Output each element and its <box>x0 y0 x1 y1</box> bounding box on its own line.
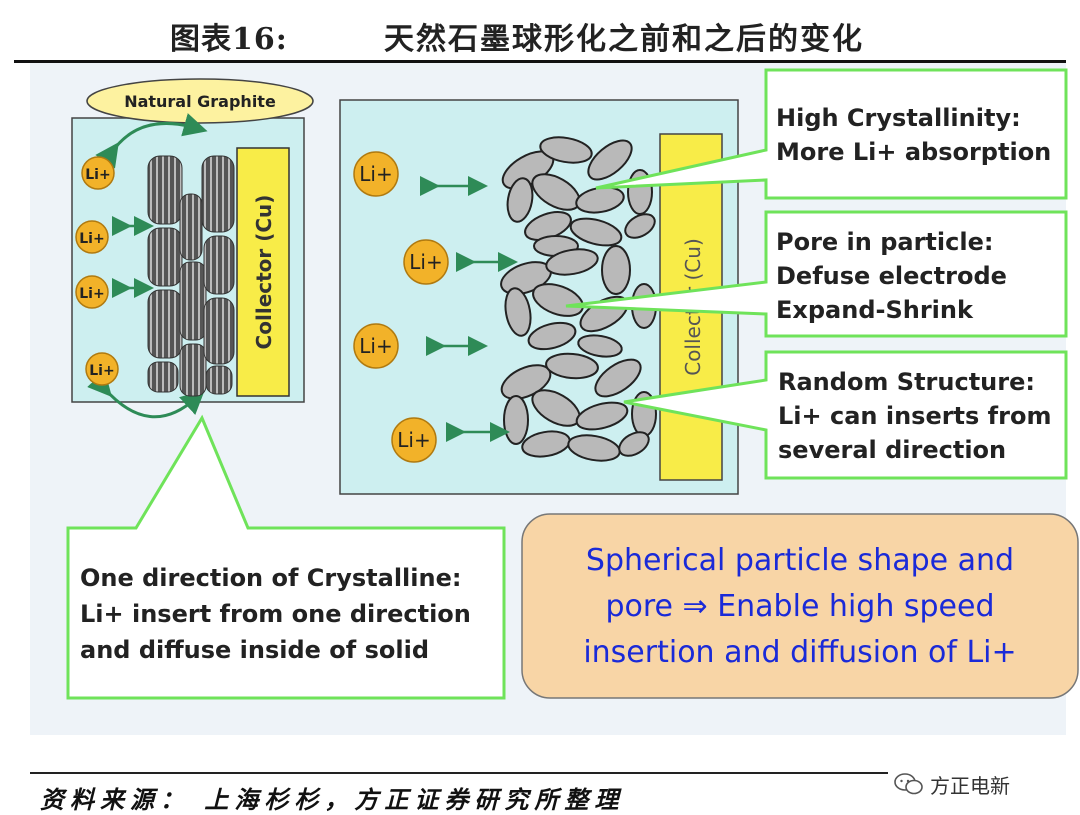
figure-caption: 天然石墨球形化之前和之后的变化 <box>384 22 864 57</box>
summary-line-3: insertion and diffusion of Li+ <box>583 635 1016 670</box>
center-ion-3: Li+ <box>359 334 392 358</box>
left-ion-2: Li+ <box>79 231 104 247</box>
figure-number: 图表16: <box>170 22 288 57</box>
spherical-particle-top <box>501 136 656 247</box>
left-panel: Natural Graphite Collector (Cu) Li+ Li+ … <box>71 78 314 419</box>
graphite-layers <box>147 155 235 397</box>
spherical-particle-bottom <box>500 352 657 462</box>
center-ion-4: Li+ <box>397 428 430 452</box>
top-divider <box>14 60 1066 63</box>
one-direction-line-2: Li+ insert from one direction <box>80 600 471 628</box>
random-line-3: several direction <box>778 436 1006 464</box>
random-line-2: Li+ can inserts from <box>778 402 1051 430</box>
callout-one-direction: One direction of Crystalline: Li+ insert… <box>66 414 506 700</box>
wechat-icon <box>894 773 923 795</box>
callout-random-structure: Random Structure: Li+ can inserts from s… <box>623 350 1068 480</box>
summary-line-1: Spherical particle shape and <box>586 543 1014 578</box>
pore-line-1: Pore in particle: <box>776 228 993 256</box>
figure-title: 图表16: 天然石墨球形化之前和之后的变化 <box>0 8 1080 58</box>
center-ion-1: Li+ <box>359 162 392 186</box>
center-ion-2: Li+ <box>409 250 442 274</box>
center-panel: Collector (Cu) <box>339 99 739 495</box>
random-line-1: Random Structure: <box>778 368 1035 396</box>
one-direction-line-3: and diffuse inside of solid <box>80 636 429 664</box>
callout-high-crystallinity: High Crystallinity: More Li+ absorption <box>595 68 1068 200</box>
left-ion-3: Li+ <box>79 286 104 302</box>
natural-graphite-label: Natural Graphite <box>124 92 276 111</box>
source-note: 资料来源： 上海杉杉，方正证券研究所整理 <box>40 785 625 814</box>
pore-line-3: Expand-Shrink <box>776 296 974 324</box>
summary-box: Spherical particle shape and pore ⇒ Enab… <box>521 513 1079 699</box>
bottom-divider <box>30 772 1066 774</box>
one-direction-line-1: One direction of Crystalline: <box>80 564 461 592</box>
watermark-text: 方正电新 <box>930 774 1010 798</box>
left-ion-1: Li+ <box>85 167 110 183</box>
callout-pore-in-particle: Pore in particle: Defuse electrode Expan… <box>565 210 1068 338</box>
left-collector-label: Collector (Cu) <box>252 195 276 350</box>
watermark: 方正电新 <box>888 770 1068 798</box>
pore-line-2: Defuse electrode <box>776 262 1007 290</box>
high-crystallinity-line-2: More Li+ absorption <box>776 138 1051 166</box>
high-crystallinity-line-1: High Crystallinity: <box>776 104 1021 132</box>
summary-line-2: pore ⇒ Enable high speed <box>605 589 994 624</box>
left-ion-4: Li+ <box>89 363 114 379</box>
